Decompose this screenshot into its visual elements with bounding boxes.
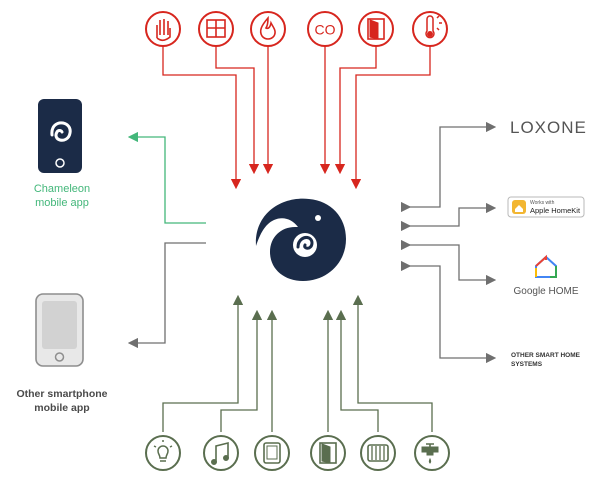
connector-homekit: [400, 202, 497, 232]
music-note-icon: [203, 435, 239, 471]
light-bulb-icon: [145, 435, 181, 471]
connector-temperature: [350, 46, 431, 190]
tablet-icon: [254, 435, 290, 471]
integration-connectors: [400, 121, 497, 364]
connector-tap: [352, 294, 433, 432]
radiator-icon: [360, 435, 396, 471]
co-sensor-icon: CO: [307, 11, 343, 47]
water-tap-icon: [414, 435, 450, 471]
homekit-small-text: Works with: [530, 200, 555, 206]
connector-door-open: [334, 46, 377, 175]
homekit-badge: Works with Apple HomeKit: [507, 196, 585, 218]
homekit-name-text: Apple HomeKit: [530, 206, 581, 215]
chameleon-app-label-line1: Chameleon: [34, 183, 90, 195]
device-connectors: [162, 294, 433, 432]
connector-google: [400, 239, 497, 286]
top-icons-row: CO: [145, 11, 448, 47]
bottom-icons-row: [145, 435, 450, 471]
connector-hand: [162, 46, 242, 190]
google-home-logo: [535, 254, 557, 278]
other-phone: [35, 293, 84, 367]
connector-window: [215, 46, 260, 175]
connector-light: [162, 294, 244, 432]
hub-to-chameleon-app-connector: [127, 131, 206, 224]
connector-other-systems: [400, 260, 497, 364]
temperature-icon: [412, 11, 448, 47]
other-systems-label-line1: OTHER SMART HOME: [511, 352, 581, 359]
hub-logo: [255, 198, 346, 281]
other-app-label-line2: mobile app: [34, 402, 89, 414]
connector-music: [220, 309, 263, 432]
hand-stop-icon: [145, 11, 181, 47]
hub-to-other-app-connector: [127, 242, 206, 349]
google-home-label: Google HOME: [513, 286, 578, 297]
loxone-logo-text: LOXONE: [510, 118, 587, 137]
alert-connectors: [162, 46, 431, 190]
other-app-label-line1: Other smartphone: [16, 388, 107, 400]
chameleon-app-label-line2: mobile app: [35, 197, 89, 209]
co-label: CO: [315, 22, 336, 38]
door-icon: [310, 435, 346, 471]
window-icon: [198, 11, 234, 47]
fire-icon: [250, 11, 286, 47]
other-systems-label-line2: SYSTEMS: [511, 361, 543, 368]
connector-radiator: [335, 309, 379, 432]
door-open-icon: [358, 11, 394, 47]
connector-loxone: [400, 121, 497, 213]
chameleon-phone: [38, 99, 82, 173]
